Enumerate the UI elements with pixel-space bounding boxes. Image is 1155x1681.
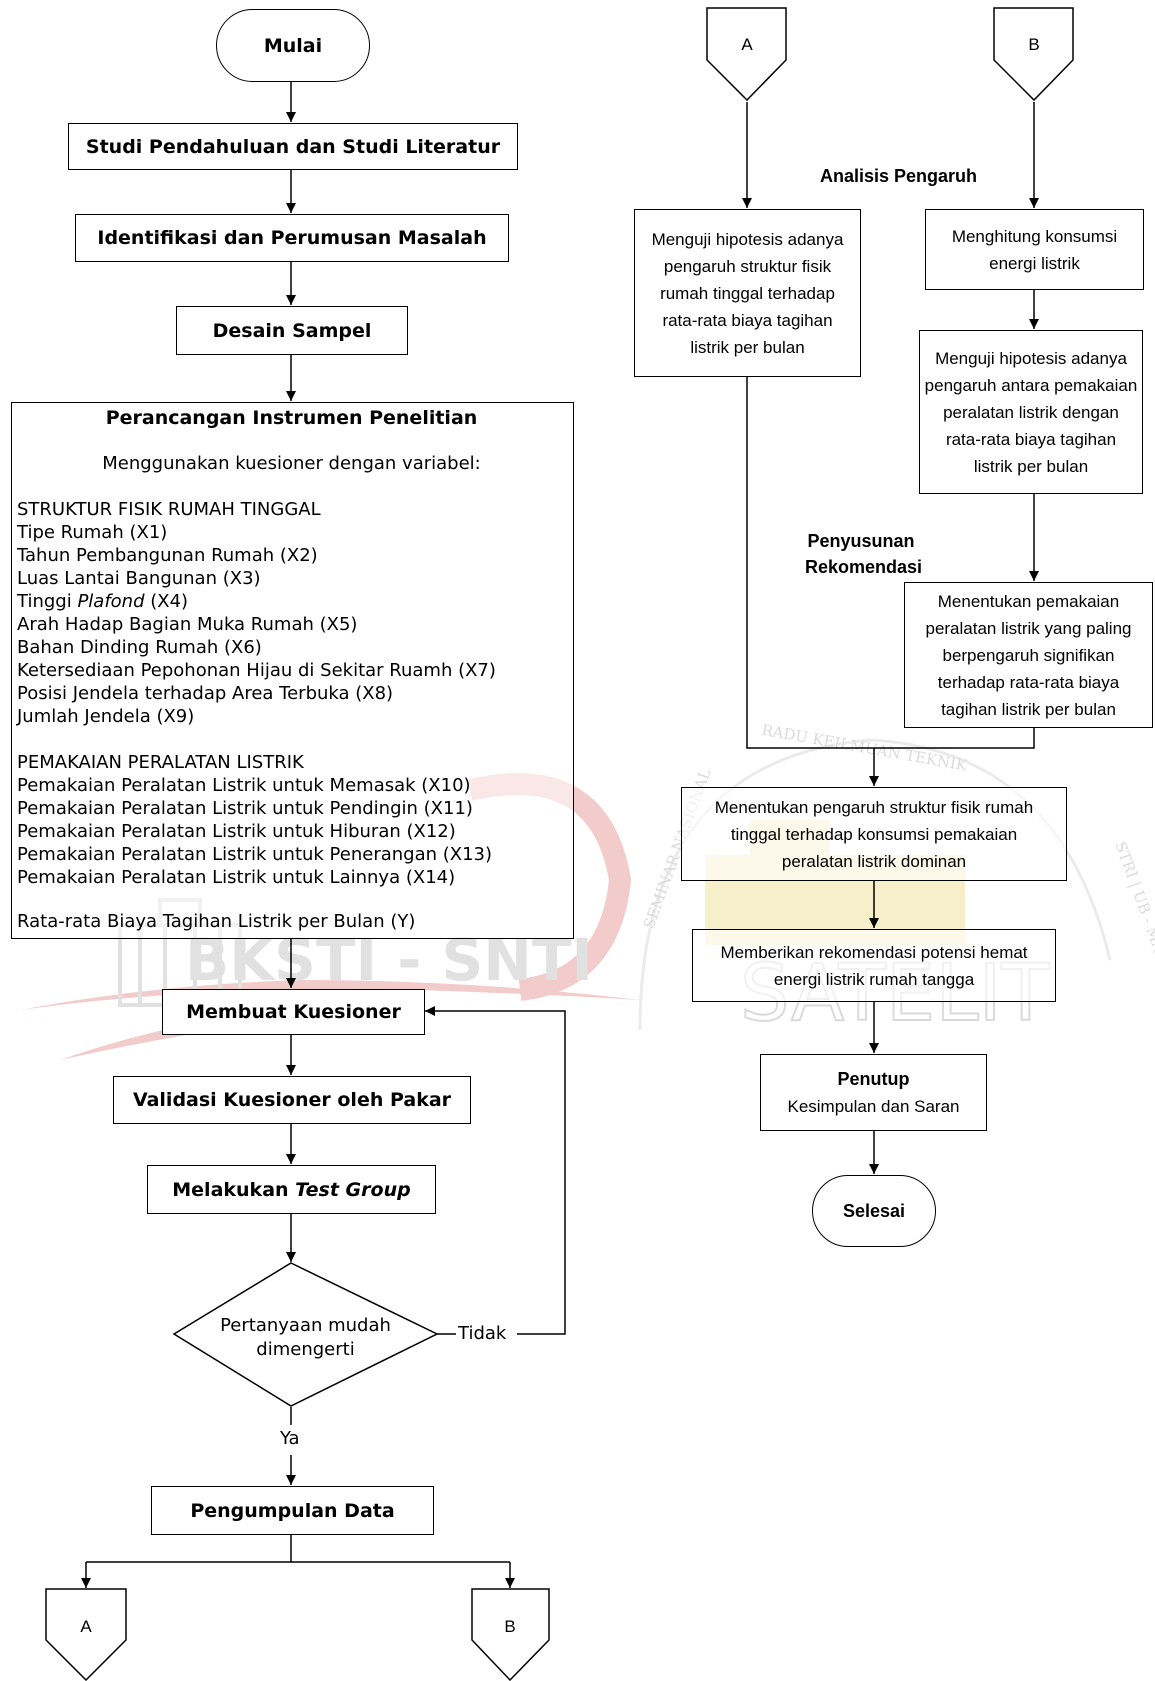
variable-x4-prefix: Tinggi [17, 591, 78, 612]
step-sample-design: Desain Sampel [176, 306, 408, 355]
connector-a-bottom [45, 1588, 127, 1681]
variable-x14: Pemakaian Peralatan Listrik untuk Lainny… [17, 867, 456, 888]
box-energy-consumption-line-1: Menghitung konsumsi [951, 226, 1118, 246]
variable-x13: Pemakaian Peralatan Listrik untuk Penera… [17, 844, 493, 865]
box-hypothesis-structure-line-4: rata-rata biaya tagihan [662, 310, 833, 330]
box-hypothesis-structure-line-5: listrik per bulan [690, 337, 805, 357]
section-recommendation: Penyusunan Rekomendasi [805, 528, 923, 580]
box-hypothesis-structure-line-2: pengaruh struktur fisik [663, 256, 832, 276]
box-closing-title: Penutup [837, 1068, 910, 1089]
step-problem-identification: Identifikasi dan Perumusan Masalah [75, 214, 509, 262]
group2-title: PEMAKAIAN PERALATAN LISTRIK [17, 752, 304, 773]
group1-title: STRUKTUR FISIK RUMAH TINGGAL [17, 499, 321, 520]
variable-x12: Pemakaian Peralatan Listrik untuk Hibura… [17, 821, 456, 842]
box-dominant-appliance-line-2: peralatan listrik yang paling [925, 618, 1132, 638]
connector-a-top-label: A [741, 35, 753, 54]
connector-b-top [993, 7, 1074, 102]
step-expert-validation-label: Validasi Kuesioner oleh Pakar [132, 1089, 452, 1111]
variable-x4: Tinggi Plafond (X4) [17, 590, 188, 613]
box-structure-effect-line-2: tinggal terhadap konsumsi pemakaian [730, 824, 1018, 844]
connector-b-bottom [471, 1588, 550, 1681]
step-test-group-italic: Test Group [295, 1178, 411, 1201]
box-dominant-appliance-line-1: Menentukan pemakaian [937, 591, 1120, 611]
variable-x4-suffix: (X4) [144, 591, 189, 612]
start-label: Mulai [263, 34, 323, 57]
box-recommendation-line-2: energi listrik rumah tangga [773, 969, 975, 989]
box-energy-consumption-line-2: energi listrik [989, 253, 1080, 273]
box-hypothesis-structure-line-1: Menguji hipotesis adanya [651, 229, 844, 249]
box-hypothesis-structure-line-3: rumah tinggal terhadap [660, 283, 835, 303]
box-structure-effect-line-3: peralatan listrik dominan [781, 851, 967, 871]
connector-a-bottom-label: A [80, 1617, 92, 1636]
variable-x2: Tahun Pembangunan Rumah (X2) [17, 545, 318, 566]
variable-x10: Pemakaian Peralatan Listrik untuk Memasa… [17, 775, 471, 796]
decision-diamond [172, 1262, 439, 1407]
variable-x7: Ketersediaan Pepohonan Hijau di Sekitar … [17, 660, 496, 681]
variable-x3: Luas Lantai Bangunan (X3) [17, 568, 261, 589]
box-closing: Penutup Kesimpulan dan Saran [760, 1054, 987, 1131]
step-make-questionnaire: Membuat Kuesioner [162, 989, 425, 1035]
step-literature-study-label: Studi Pendahuluan dan Studi Literatur [85, 135, 501, 158]
no-label: Tidak [458, 1323, 507, 1344]
section-recommendation-line-2: Rekomendasi [805, 557, 923, 577]
step-test-group-prefix: Melakukan [172, 1178, 296, 1201]
step-expert-validation: Validasi Kuesioner oleh Pakar [113, 1076, 471, 1124]
arrow-no-loop-to-step5 [425, 1006, 566, 1335]
variable-x11: Pemakaian Peralatan Listrik untuk Pendin… [17, 798, 473, 819]
box-dominant-appliance-line-5: tagihan listrik per bulan [941, 699, 1116, 719]
box-closing-subtitle: Kesimpulan dan Saran [787, 1096, 960, 1116]
step-data-collection: Pengumpulan Data [151, 1486, 434, 1535]
box-recommendation-line-1: Memberikan rekomendasi potensi hemat [720, 942, 1028, 962]
variable-x5: Arah Hadap Bagian Muka Rumah (X5) [17, 614, 358, 635]
variable-x4-italic: Plafond [77, 591, 145, 612]
variable-x8: Posisi Jendela terhadap Area Terbuka (X8… [17, 683, 394, 704]
step-data-collection-label: Pengumpulan Data [190, 1499, 395, 1522]
variable-y: Rata-rata Biaya Tagihan Listrik per Bula… [17, 911, 416, 932]
connector-a-top [706, 7, 787, 102]
variable-x6: Bahan Dinding Rumah (X6) [17, 637, 262, 658]
box-dominant-appliance: Menentukan pemakaian peralatan listrik y… [904, 582, 1153, 728]
step-sample-design-label: Desain Sampel [212, 319, 372, 342]
watermark-left-swoosh [20, 980, 640, 1010]
connector-b-bottom-label: B [504, 1617, 515, 1636]
box-hypothesis-appliance-line-2: pengaruh antara pemakaian [924, 375, 1138, 395]
instrument-design-box: Perancangan Instrumen Penelitian Menggun… [11, 402, 574, 939]
box-structure-effect-line-1: Menentukan pengaruh struktur fisik rumah [714, 797, 1034, 817]
box-dominant-appliance-line-4: terhadap rata-rata biaya [937, 672, 1120, 692]
box-energy-consumption: Menghitung konsumsi energi listrik [925, 209, 1144, 290]
box-hypothesis-appliance-line-5: listrik per bulan [973, 456, 1089, 476]
step-test-group-label: Melakukan Test Group [172, 1179, 410, 1201]
decision-line-1: Pertanyaan mudah [220, 1315, 391, 1336]
end-label: Selesai [842, 1200, 906, 1221]
box-hypothesis-appliance: Menguji hipotesis adanya pengaruh antara… [919, 330, 1143, 494]
section-analysis: Analisis Pengaruh [820, 166, 978, 186]
section-recommendation-line-1: Penyusunan [807, 531, 915, 551]
start-terminator: Mulai [216, 9, 370, 82]
box-hypothesis-appliance-line-1: Menguji hipotesis adanya [935, 348, 1127, 368]
box-structure-effect: Menentukan pengaruh struktur fisik rumah… [681, 787, 1067, 881]
box-hypothesis-structure: Menguji hipotesis adanya pengaruh strukt… [634, 209, 861, 377]
variable-x1: Tipe Rumah (X1) [17, 522, 168, 543]
variable-x9: Jumlah Jendela (X9) [17, 706, 195, 727]
decision-line-2: dimengerti [256, 1339, 355, 1360]
connector-b-top-label: B [1028, 35, 1039, 54]
line-merge [746, 377, 1035, 749]
yes-label: Ya [280, 1428, 300, 1449]
step-make-questionnaire-label: Membuat Kuesioner [186, 1001, 401, 1023]
instrument-subtitle: Menggunakan kuesioner dengan variabel: [102, 453, 481, 474]
box-recommendation: Memberikan rekomendasi potensi hemat ene… [692, 929, 1056, 1002]
box-hypothesis-appliance-line-3: peralatan listrik dengan [943, 402, 1119, 422]
step-problem-identification-label: Identifikasi dan Perumusan Masalah [97, 227, 487, 249]
end-terminator: Selesai [812, 1175, 936, 1247]
instrument-title: Perancangan Instrumen Penelitian [105, 407, 478, 429]
box-dominant-appliance-line-3: berpengaruh signifikan [942, 645, 1115, 665]
step-test-group: Melakukan Test Group [147, 1165, 436, 1214]
decision-text: Pertanyaan mudah dimengerti [174, 1314, 437, 1362]
step-literature-study: Studi Pendahuluan dan Studi Literatur [68, 123, 518, 170]
box-hypothesis-appliance-line-4: rata-rata biaya tagihan [945, 429, 1117, 449]
